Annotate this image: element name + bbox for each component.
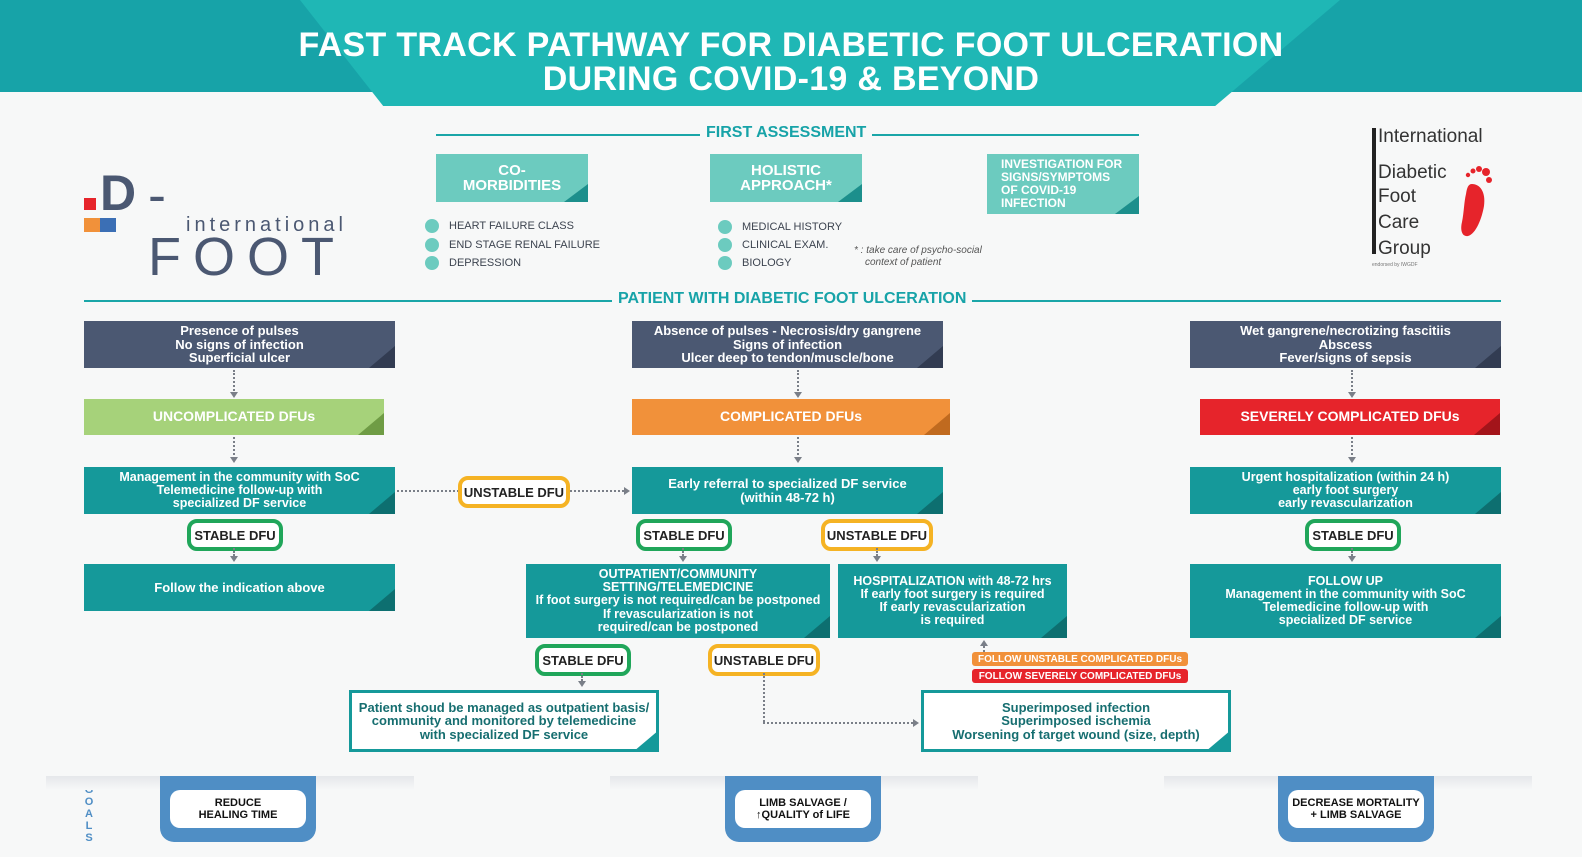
foot-icon xyxy=(1461,166,1492,237)
middle-unstable-dfu-badge: UNSTABLE DFU xyxy=(821,519,933,551)
logo-line-diabetic: Diabetic xyxy=(1378,162,1447,183)
complicated-dfu-box: COMPLICATED DFUs xyxy=(632,399,950,435)
left-criteria-box: Presence of pulses No signs of infection… xyxy=(84,321,395,368)
title-line-2: DURING COVID-19 & BEYOND xyxy=(542,60,1040,98)
goal-limb-salvage: LIMB SALVAGE / ↑QUALITY of LIFE xyxy=(725,776,881,842)
outpatient-result-box: Patient shoud be managed as outpatient b… xyxy=(349,690,659,752)
holistic-approach-tag: HOLISTIC APPROACH* xyxy=(710,154,862,202)
left-stable-dfu-badge: STABLE DFU xyxy=(187,519,283,551)
comorbidity-item: DEPRESSION xyxy=(425,256,521,270)
holistic-item: BIOLOGY xyxy=(718,256,792,270)
logo-bar xyxy=(1372,128,1376,254)
comorbidity-item: HEART FAILURE CLASS xyxy=(425,219,574,233)
idfcg-logo: International Diabetic Foot Care Group e… xyxy=(1370,122,1510,272)
logo-subtext: international xyxy=(186,214,347,236)
logo-caption: endorsed by IWGDF xyxy=(1372,262,1418,268)
goal-reduce-healing: REDUCE HEALING TIME xyxy=(160,776,316,842)
left-unstable-dfu-badge: UNSTABLE DFU xyxy=(458,476,570,508)
right-follow-up-box: FOLLOW UP Management in the community wi… xyxy=(1190,564,1501,638)
goal-decrease-mortality: DECREASE MORTALITY + LIMB SALVAGE xyxy=(1278,776,1434,842)
uncomplicated-dfu-box: UNCOMPLICATED DFUs xyxy=(84,399,384,435)
logo-text: -FOOT xyxy=(148,165,346,287)
logo-square-blue xyxy=(100,218,116,232)
follow-severe-tag: FOLLOW SEVERELY COMPLICATED DFUs xyxy=(972,669,1188,683)
logo-line-group: Group xyxy=(1378,238,1431,259)
left-follow-box: Follow the indication above xyxy=(84,564,395,611)
middle-stable-dfu-badge: STABLE DFU xyxy=(636,519,732,551)
first-assessment-header: FIRST ASSESSMENT xyxy=(436,124,1139,144)
comorbidity-item: END STAGE RENAL FAILURE xyxy=(425,238,600,252)
comorbidities-tag: CO- MORBIDITIES xyxy=(436,154,588,202)
holistic-item: MEDICAL HISTORY xyxy=(718,220,842,234)
psycho-social-note: * : take care of psycho-social context o… xyxy=(854,245,982,268)
right-management-box: Urgent hospitalization (within 24 h) ear… xyxy=(1190,467,1501,514)
severely-complicated-dfu-box: SEVERELY COMPLICATED DFUs xyxy=(1200,399,1500,435)
right-stable-dfu-badge: STABLE DFU xyxy=(1305,519,1401,551)
logo-letter-d: D xyxy=(100,165,137,221)
right-criteria-box: Wet gangrene/necrotizing fascitiis Absce… xyxy=(1190,321,1501,368)
outpatient-unstable-dfu-badge: UNSTABLE DFU xyxy=(708,644,820,676)
middle-criteria-box: Absence of pulses - Necrosis/dry gangren… xyxy=(632,321,943,368)
left-management-box: Management in the community with SoC Tel… xyxy=(84,467,395,514)
d-foot-logo: D -FOOT international xyxy=(84,165,374,287)
page-title: FAST TRACK PATHWAY FOR DIABETIC FOOT ULC… xyxy=(0,28,1582,96)
logo-line-international: International xyxy=(1378,126,1483,147)
patient-dfu-header: PATIENT WITH DIABETIC FOOT ULCERATION xyxy=(84,290,1501,310)
follow-unstable-tag: FOLLOW UNSTABLE COMPLICATED DFUs xyxy=(972,652,1188,666)
covid-investigation-tag: INVESTIGATION FOR SIGNS/SYMPTOMS OF COVI… xyxy=(987,154,1139,214)
outpatient-box: OUTPATIENT/COMMUNITY SETTING/TELEMEDICIN… xyxy=(526,564,830,638)
logo-square-orange xyxy=(84,218,100,232)
middle-management-box: Early referral to specialized DF service… xyxy=(632,467,943,514)
outpatient-stable-dfu-badge: STABLE DFU xyxy=(535,644,631,676)
superimposed-box: Superimposed infection Superimposed isch… xyxy=(921,690,1231,752)
logo-line-care: Care xyxy=(1378,212,1420,233)
title-line-1: FAST TRACK PATHWAY FOR DIABETIC FOOT ULC… xyxy=(298,26,1284,64)
logo-line-foot: Foot xyxy=(1378,186,1417,207)
title-banner xyxy=(300,0,1340,106)
holistic-item: CLINICAL EXAM. xyxy=(718,238,828,252)
logo-square-red xyxy=(84,198,96,210)
hospitalization-box: HOSPITALIZATION with 48-72 hrs If early … xyxy=(838,564,1067,638)
